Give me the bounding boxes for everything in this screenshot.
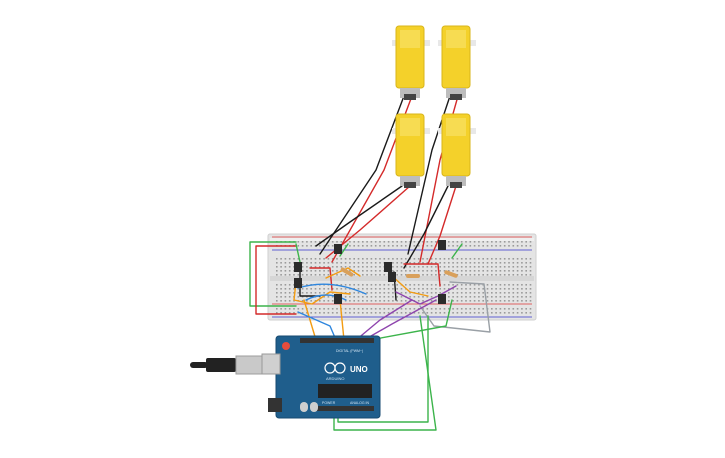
wire-green-bb-1[interactable]: [295, 243, 301, 263]
digital-header-label: DIGITAL (PWM~): [336, 349, 363, 353]
transistor-2[interactable]: [294, 278, 302, 288]
capacitor-2: [310, 402, 318, 412]
breadboard[interactable]: [267, 233, 537, 321]
brand-sub-label: ARDUINO: [326, 376, 344, 381]
wire-purple-to-arduino-2[interactable]: [363, 299, 437, 341]
wire-grey-bb-1[interactable]: [419, 281, 491, 333]
wires: [249, 95, 491, 431]
reset-button[interactable]: [282, 342, 290, 350]
wire-red-m4[interactable]: [427, 185, 457, 265]
center-channel: [270, 276, 534, 281]
analog-header-label: ANALOG IN: [350, 401, 370, 405]
wire-red-left-loop[interactable]: [255, 245, 297, 315]
wire-black-m3[interactable]: [315, 185, 403, 247]
transistor-1[interactable]: [294, 262, 302, 272]
wire-red-bb-1[interactable]: [309, 267, 333, 291]
transistor-3[interactable]: [334, 244, 342, 254]
transistor-6[interactable]: [388, 272, 396, 282]
wire-orange-bb-3[interactable]: [391, 275, 429, 297]
wire-green-bb-3[interactable]: [451, 243, 463, 259]
wire-black-m4[interactable]: [403, 185, 449, 269]
wire-green-left-loop[interactable]: [249, 241, 297, 307]
digital-header: [300, 338, 374, 343]
wire-orange-bb-1[interactable]: [293, 281, 351, 305]
dc-motor-2[interactable]: [438, 25, 476, 100]
motors: [392, 25, 476, 188]
capacitor-1: [300, 402, 308, 412]
arduino-uno[interactable]: UNO ARDUINO DIGITAL (PWM~) POWER ANALOG …: [261, 335, 381, 419]
dc-motor-1[interactable]: [392, 25, 430, 100]
wire-orange-to-arduino-1[interactable]: [303, 299, 317, 341]
usb-port: [261, 353, 281, 375]
transistor-8[interactable]: [438, 294, 446, 304]
arduino-logo-2: [334, 362, 346, 374]
power-analog-header: [314, 406, 374, 411]
transistor-5[interactable]: [384, 262, 392, 272]
wire-purple-to-arduino-1[interactable]: [355, 299, 413, 341]
wire-black-m1[interactable]: [319, 95, 405, 255]
resistor-1[interactable]: [340, 267, 354, 277]
resistor-3[interactable]: [444, 270, 459, 279]
wire-orange-bb-2[interactable]: [325, 267, 361, 279]
dc-motor-4[interactable]: [438, 113, 476, 188]
brand-label: UNO: [350, 365, 368, 374]
wire-blue-bb-1[interactable]: [297, 283, 367, 295]
power-jack: [268, 398, 282, 412]
wire-green-to-arduino-1[interactable]: [369, 299, 453, 341]
wire-blue-bb-2[interactable]: [305, 294, 347, 301]
wire-blue-to-arduino[interactable]: [297, 311, 337, 341]
wire-orange-to-arduino-2[interactable]: [339, 299, 345, 341]
transistor-7[interactable]: [438, 240, 446, 250]
microcontroller-chip: [318, 384, 372, 398]
power-header-label: POWER: [322, 401, 336, 405]
breadboard-components: [294, 240, 458, 304]
wire-purple-bb-1[interactable]: [395, 285, 457, 305]
wire-green-ground-loop-2[interactable]: [333, 315, 437, 431]
dc-motor-3[interactable]: [392, 113, 430, 188]
resistor-2[interactable]: [406, 274, 420, 278]
usb-cable[interactable]: [190, 355, 265, 375]
wire-red-bb-2[interactable]: [403, 263, 441, 287]
transistor-4[interactable]: [334, 294, 342, 304]
